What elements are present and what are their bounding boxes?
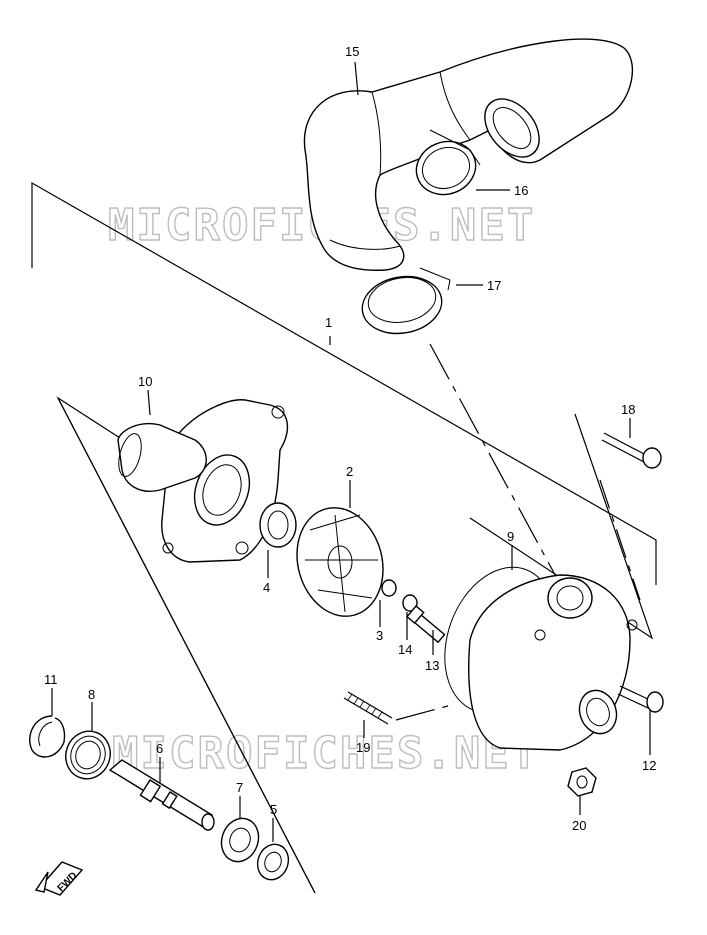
leader-lines bbox=[51, 61, 651, 842]
callout-6: 6 bbox=[156, 741, 163, 756]
callout-2: 2 bbox=[346, 464, 353, 479]
part-6-shaft bbox=[108, 759, 215, 831]
part-8-bearing bbox=[65, 730, 111, 780]
part-20-nut bbox=[567, 767, 597, 797]
part-16-clamp bbox=[415, 129, 481, 196]
callout-19: 19 bbox=[356, 740, 370, 755]
callout-7: 7 bbox=[236, 780, 243, 795]
part-15-hose bbox=[303, 38, 634, 271]
assembly-bracket bbox=[31, 181, 657, 894]
callout-labels: 15 16 17 1 10 2 18 4 9 3 14 13 11 8 6 19… bbox=[44, 44, 656, 833]
part-19-stud bbox=[343, 691, 393, 725]
callout-18: 18 bbox=[621, 402, 635, 417]
part-11-circlip bbox=[29, 715, 66, 758]
part-7-bearing bbox=[220, 817, 260, 863]
part-13-bolt bbox=[406, 605, 446, 644]
part-9-pump-cover bbox=[444, 566, 638, 751]
watermark-bottom: MICROFICHES.NET bbox=[112, 728, 539, 779]
part-2-impeller bbox=[296, 507, 384, 617]
part-3-washer bbox=[381, 579, 397, 597]
callout-16: 16 bbox=[514, 183, 528, 198]
callout-8: 8 bbox=[88, 687, 95, 702]
callout-3: 3 bbox=[376, 628, 383, 643]
part-5-seal bbox=[256, 843, 290, 881]
callout-12: 12 bbox=[642, 758, 656, 773]
callout-15: 15 bbox=[345, 44, 359, 59]
callout-11: 11 bbox=[44, 672, 58, 687]
fwd-arrow-icon: FWD bbox=[34, 861, 84, 896]
callout-5: 5 bbox=[270, 802, 277, 817]
callout-17: 17 bbox=[487, 278, 501, 293]
callout-20: 20 bbox=[572, 818, 586, 833]
part-10-pump-body bbox=[117, 399, 289, 563]
part-14-washer bbox=[402, 594, 418, 612]
part-18-bolt bbox=[601, 432, 662, 469]
part-17-clamp bbox=[361, 267, 451, 335]
part-4-seal bbox=[259, 502, 297, 548]
callout-14: 14 bbox=[398, 642, 412, 657]
callout-4: 4 bbox=[263, 580, 270, 595]
callout-9: 9 bbox=[507, 529, 514, 544]
callout-10: 10 bbox=[138, 374, 152, 389]
callout-13: 13 bbox=[425, 658, 439, 673]
part-12-bolt bbox=[617, 685, 664, 713]
callout-1: 1 bbox=[325, 315, 332, 330]
